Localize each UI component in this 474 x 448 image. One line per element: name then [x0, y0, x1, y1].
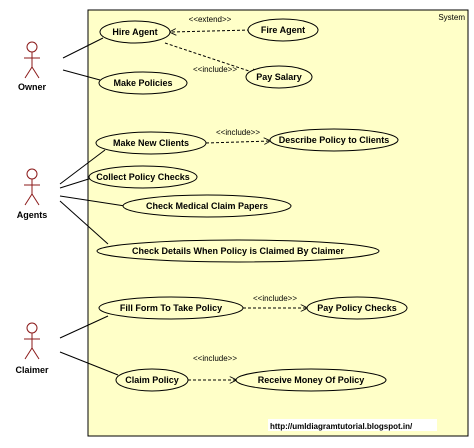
- association-agents-check-medical: [59, 195, 126, 207]
- association-claimer-fill-form: [59, 315, 109, 339]
- use-case-fill-form-label: Fill Form To Take Policy: [120, 303, 222, 313]
- use-case-claim-policy[interactable]: Claim Policy: [115, 368, 189, 392]
- use-case-collect-policy-checks-label: Collect Policy Checks: [96, 172, 190, 182]
- include-label-pay-checks: <<include>>: [253, 294, 297, 303]
- system-label: System: [438, 13, 465, 22]
- use-case-describe-policy[interactable]: Describe Policy to Clients: [269, 128, 399, 152]
- association-agents-check-details: [59, 200, 109, 245]
- use-case-pay-salary-label: Pay Salary: [256, 72, 302, 82]
- actor-claimer[interactable]: Claimer: [15, 322, 49, 375]
- footer-url-box: [268, 419, 437, 431]
- use-case-make-new-clients-label: Make New Clients: [113, 138, 189, 148]
- use-case-make-policies[interactable]: Make Policies: [98, 71, 188, 95]
- use-case-pay-policy-checks[interactable]: Pay Policy Checks: [306, 296, 408, 320]
- use-case-receive-money-label: Receive Money Of Policy: [258, 375, 365, 385]
- use-case-check-details[interactable]: Check Details When Policy is Claimed By …: [96, 239, 380, 263]
- association-owner-hire-agent: [62, 37, 104, 59]
- use-case-hire-agent[interactable]: Hire Agent: [99, 20, 171, 44]
- include-label-receive: <<include>>: [193, 354, 237, 363]
- use-case-fire-agent[interactable]: Fire Agent: [247, 18, 319, 42]
- use-case-make-policies-label: Make Policies: [113, 78, 172, 88]
- include-label-salary: <<include>>: [193, 65, 237, 74]
- use-case-check-details-label: Check Details When Policy is Claimed By …: [132, 246, 345, 256]
- actor-owner[interactable]: Owner: [18, 41, 47, 92]
- use-case-fire-agent-label: Fire Agent: [261, 25, 305, 35]
- actor-agents-label: Agents: [17, 210, 48, 220]
- footer-url[interactable]: http://umldiagramtutorial.blogspot.in/: [270, 422, 413, 431]
- use-case-describe-policy-label: Describe Policy to Clients: [279, 135, 390, 145]
- include-arrow-clients-describe: [205, 141, 270, 143]
- use-case-check-medical-claim-label: Check Medical Claim Papers: [146, 201, 268, 211]
- use-case-pay-salary[interactable]: Pay Salary: [245, 65, 313, 89]
- actor-claimer-label: Claimer: [15, 365, 49, 375]
- use-case-check-medical-claim[interactable]: Check Medical Claim Papers: [122, 194, 292, 218]
- use-case-pay-policy-checks-label: Pay Policy Checks: [317, 303, 397, 313]
- use-case-fill-form[interactable]: Fill Form To Take Policy: [98, 296, 244, 320]
- association-owner-make-policies: [62, 69, 101, 81]
- association-claimer-claim-policy: [59, 351, 119, 376]
- use-case-hire-agent-label: Hire Agent: [112, 27, 157, 37]
- association-agents-make-new-clients: [59, 149, 106, 185]
- use-case-receive-money[interactable]: Receive Money Of Policy: [235, 368, 387, 392]
- actor-owner-label: Owner: [18, 82, 47, 92]
- use-case-collect-policy-checks[interactable]: Collect Policy Checks: [88, 165, 198, 189]
- extend-arrow-fire-hire: [170, 30, 251, 32]
- include-arrow-hire-salary: [164, 42, 258, 74]
- extend-label-fire: <<extend>>: [189, 15, 232, 24]
- use-case-make-new-clients[interactable]: Make New Clients: [95, 131, 207, 155]
- include-label-describe: <<include>>: [216, 128, 260, 137]
- actor-agents[interactable]: Agents: [17, 168, 48, 220]
- use-case-claim-policy-label: Claim Policy: [125, 375, 179, 385]
